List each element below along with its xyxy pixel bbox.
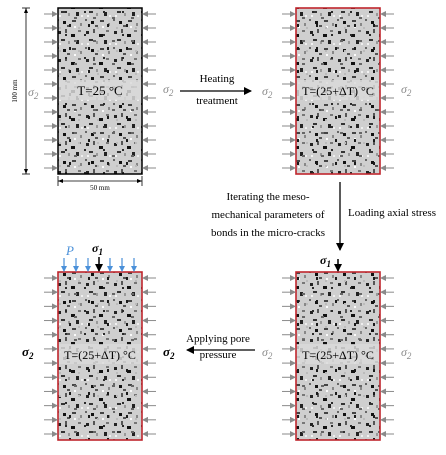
sigma2-left-initial: σ2 [28,85,39,101]
loading-step: Loading axial stress [336,182,436,251]
pore-line2: pressure [200,349,237,361]
temp-band-initial [58,80,142,100]
width-label: 50 mm [90,184,110,192]
specimen-heated-frame [295,7,381,175]
temp-label-heated: T=(25+ΔT) °C [302,84,374,98]
iterating-step: Iterating the meso- mechanical parameter… [211,191,325,239]
confining-arrows-loaded-left [282,275,296,437]
confining-arrows-pore-left [44,275,58,437]
confining-arrows-initial-left [44,11,58,171]
iterating-line3: bonds in the micro-cracks [211,227,325,239]
confining-arrows-heated-left [282,11,296,171]
specimen-heated: T=(25+ΔT) °C [282,7,394,175]
iterating-line1: Iterating the meso- [226,191,309,203]
heating-line1: Heating [200,73,235,85]
temp-label-initial: T=25 °C [77,83,122,98]
sigma2-right-heated: σ2 [401,82,412,98]
specimen-pore: T=(25+ΔT) °C [44,257,156,441]
specimen-loaded: T=(25+ΔT) °C [282,259,394,441]
confining-arrows-loaded-right [380,275,394,437]
heating-step: Heating treatment [180,73,252,107]
iterating-line2: mechanical parameters of [212,209,325,221]
dimension-height: 100 mm [11,7,30,175]
temp-label-pore: T=(25+ΔT) °C [64,348,136,362]
pore-line1: Applying pore [186,333,250,345]
loading-label: Loading axial stress [348,207,436,219]
sigma2-right-initial: σ2 [163,82,174,98]
sigma1-pore: σ1 [92,241,103,257]
pore-step: Applying pore pressure [186,333,255,361]
specimen-initial: T=25 °C [44,7,156,175]
heating-line2: treatment [196,95,238,107]
confining-arrows-heated-right [380,11,394,171]
sigma2-left-loaded: σ2 [262,345,273,361]
temp-label-loaded: T=(25+ΔT) °C [302,348,374,362]
pore-pressure-label: P [65,243,74,258]
pore-pressure-arrows [61,258,137,272]
confining-arrows-pore-right [142,275,156,437]
specimen-loaded-frame [295,271,381,441]
confining-arrows-initial-right [142,11,156,171]
sigma2-right-loaded: σ2 [401,345,412,361]
specimen-pore-frame [57,271,143,441]
sigma2-left-pore: σ2 [22,344,34,361]
height-label: 100 mm [11,79,19,103]
sigma1-loaded: σ1 [320,253,331,269]
sigma2-left-heated: σ2 [262,84,273,100]
specimen-initial-frame [57,7,143,175]
dimension-width: 50 mm [57,176,143,192]
sigma2-right-pore: σ2 [163,344,175,361]
